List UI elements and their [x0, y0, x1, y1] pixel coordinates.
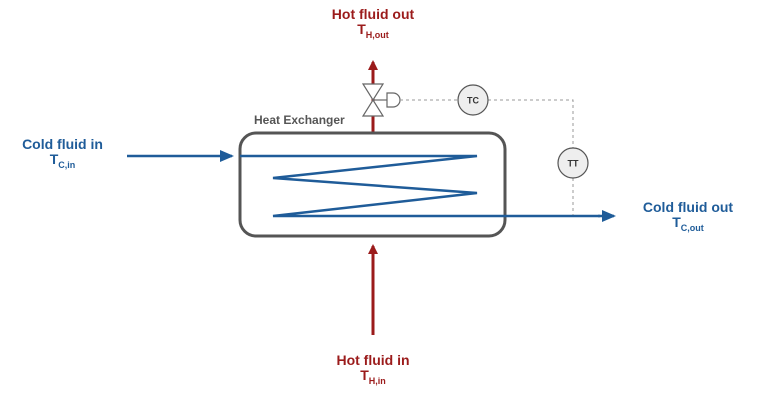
- cold-inlet-title: Cold fluid in: [22, 136, 103, 152]
- control-valve-icon: [361, 83, 385, 117]
- cold-inlet-symbol: TC,in: [49, 151, 76, 171]
- cold-coil: [240, 154, 600, 218]
- hot-outlet-symbol: TH,out: [357, 21, 389, 41]
- signal-line: [488, 99, 574, 148]
- cold-outlet-label: Cold fluid out TC,out: [628, 199, 748, 234]
- hot-inlet-title: Hot fluid in: [336, 352, 410, 368]
- hot-inlet-label: Hot fluid in TH,in: [313, 352, 433, 387]
- heat-exchanger-title: Heat Exchanger: [254, 113, 345, 127]
- cold-outlet-symbol: TC,out: [672, 214, 704, 234]
- controller-tag: TC: [467, 96, 479, 106]
- temperature-transmitter: TT: [557, 147, 589, 179]
- hot-outlet-title: Hot fluid out: [331, 6, 415, 22]
- cold-outlet-title: Cold fluid out: [642, 199, 734, 215]
- transmitter-tag: TT: [568, 159, 579, 169]
- valve-actuator-icon: [373, 92, 401, 108]
- temperature-controller: TC: [457, 84, 489, 116]
- cold-inlet-label: Cold fluid in TC,in: [10, 136, 115, 171]
- hot-inlet-symbol: TH,in: [360, 367, 386, 387]
- heat-exchanger-vessel: [238, 131, 507, 238]
- hot-outlet-label: Hot fluid out TH,out: [313, 6, 433, 41]
